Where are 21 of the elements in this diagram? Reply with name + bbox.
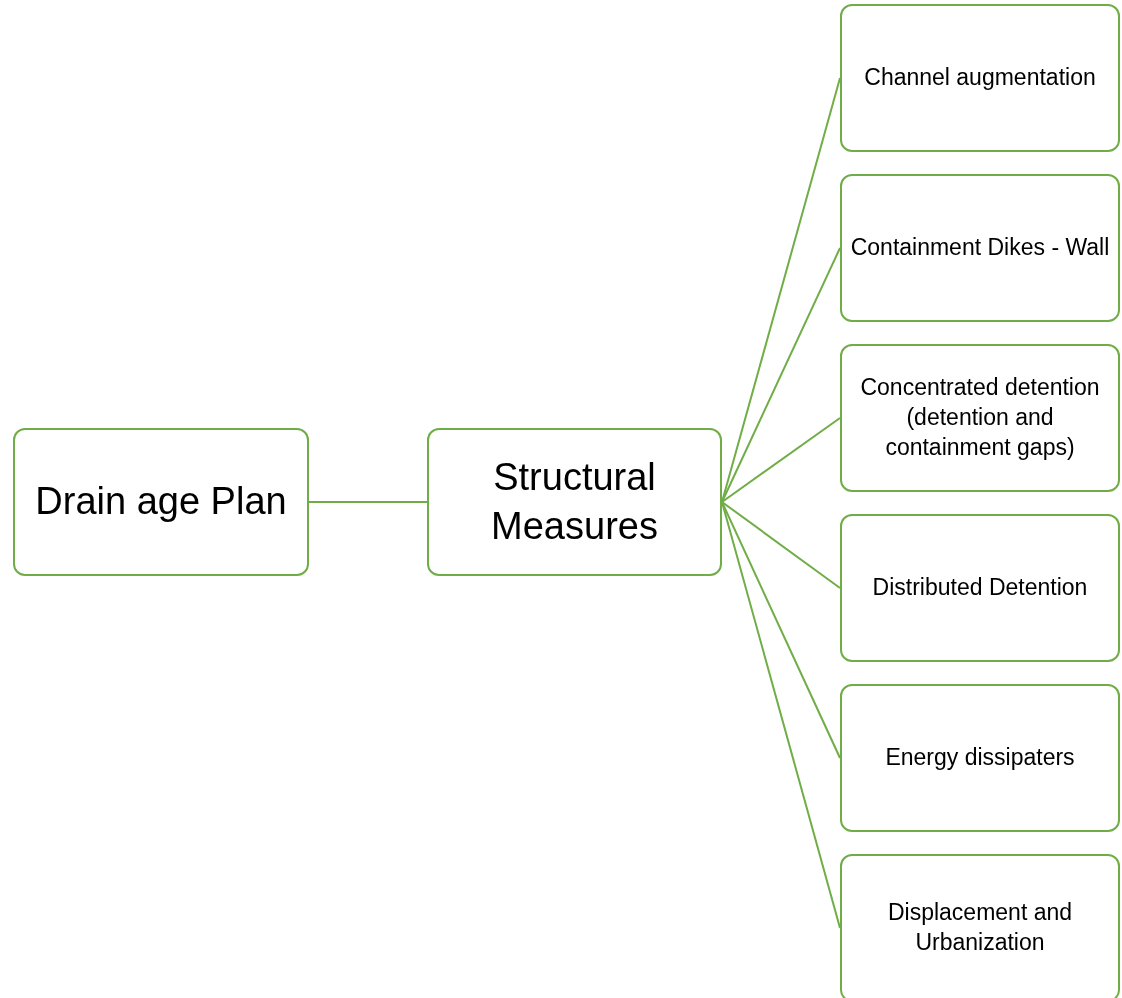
connector-line	[721, 501, 841, 589]
connector-line	[721, 501, 841, 759]
node-label: Drain age Plan	[35, 479, 287, 525]
node-label: Channel augmentation	[864, 63, 1096, 93]
connector-line	[721, 247, 841, 503]
node-label: Concentrated detention (detention and containment gaps)	[859, 373, 1101, 462]
category-box	[427, 428, 722, 576]
node-label: Displacement and Urbanization	[886, 898, 1074, 957]
connector-line	[721, 417, 841, 503]
root-box	[13, 428, 309, 576]
measure-box	[840, 174, 1120, 322]
node-label: Containment Dikes - Wall	[850, 233, 1110, 263]
measure-box	[840, 684, 1120, 832]
measure-box	[840, 4, 1120, 152]
node-label: Energy dissipaters	[885, 743, 1075, 773]
node-label: Distributed Detention	[872, 573, 1088, 603]
connector-line	[308, 501, 428, 503]
measure-box	[840, 344, 1120, 492]
node-label: Structural Measures	[490, 454, 659, 549]
measure-box	[840, 854, 1120, 998]
measure-box	[840, 514, 1120, 662]
